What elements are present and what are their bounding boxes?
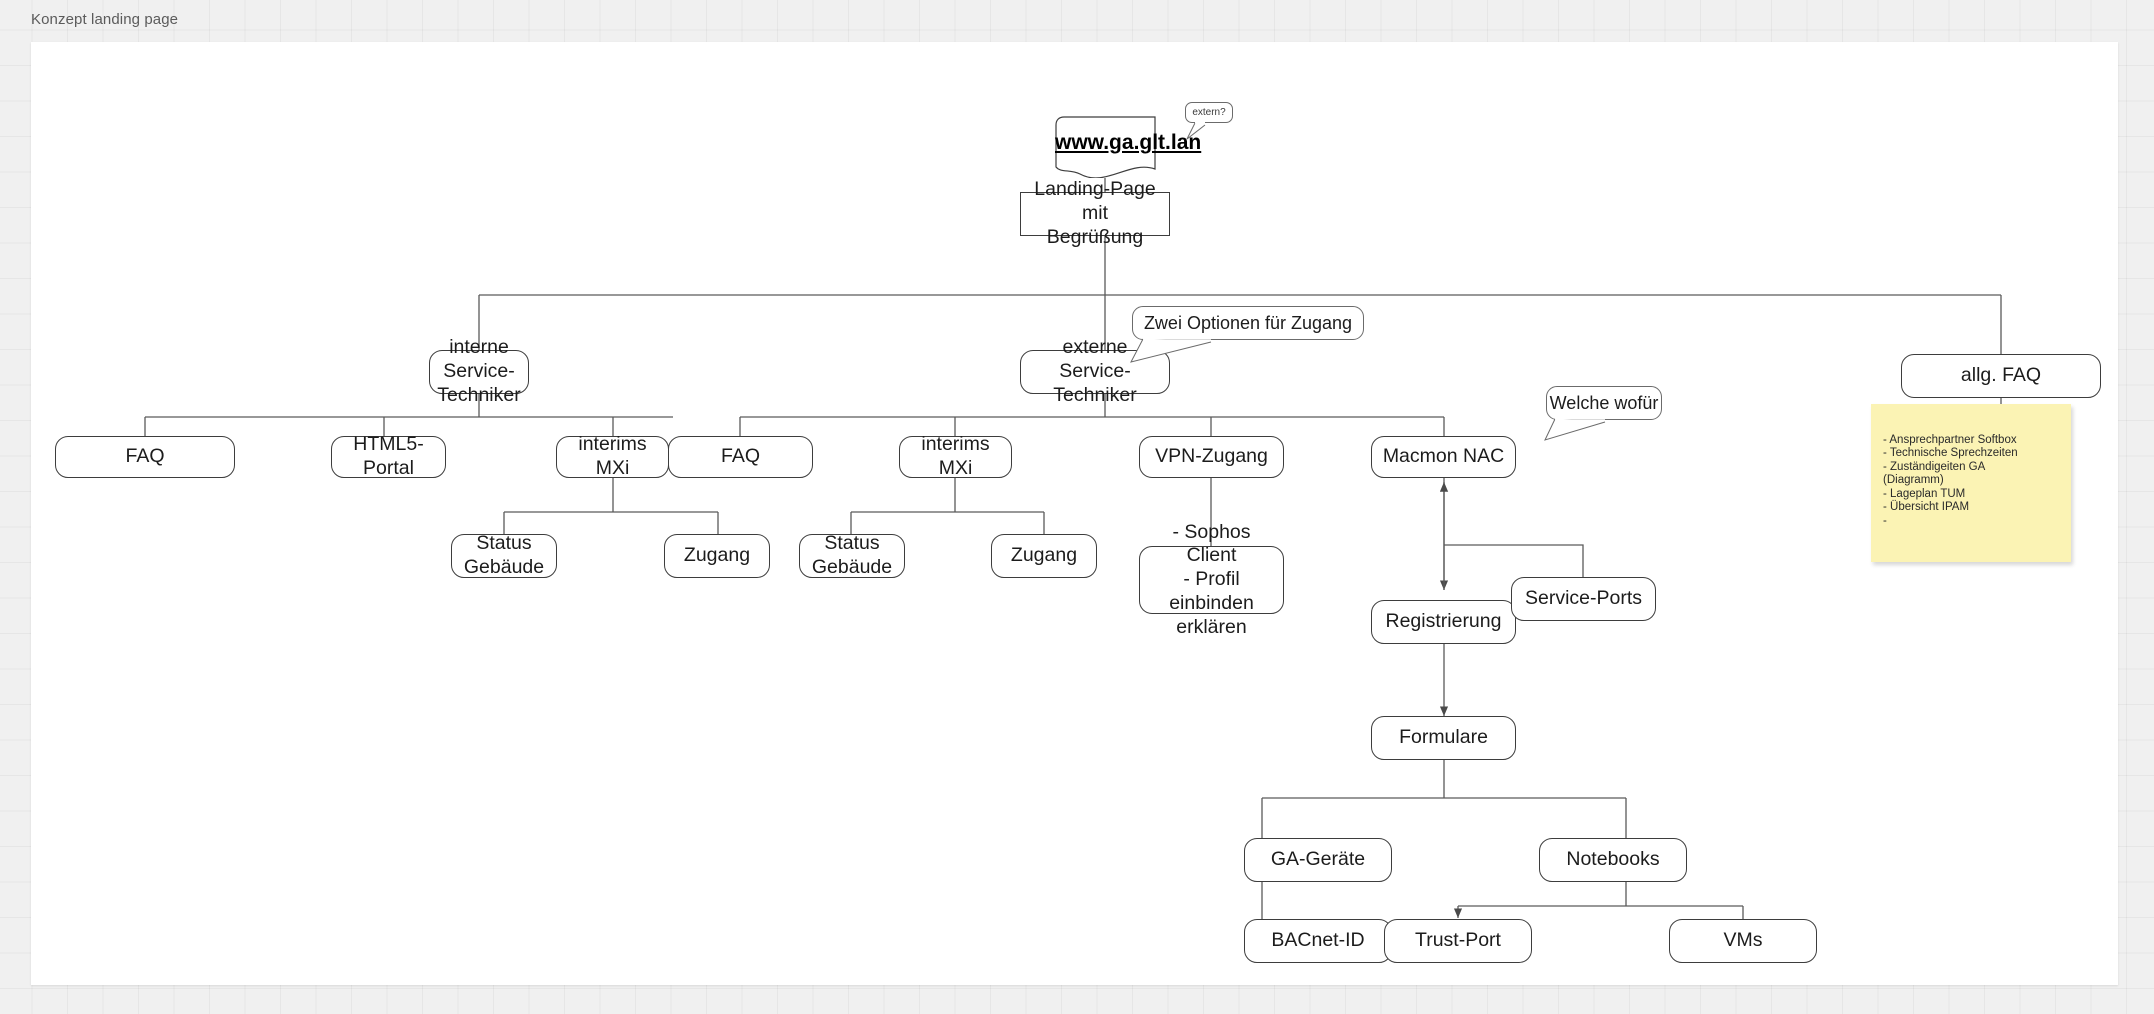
diagram-canvas[interactable]: www.ga.glt.lan extern? Zwei Optionen für…	[31, 42, 2118, 985]
node-trust-port-label: Trust-Port	[1415, 929, 1501, 952]
node-notebooks-label: Notebooks	[1566, 848, 1660, 871]
node-ga-geraete-label: GA-Geräte	[1270, 848, 1366, 871]
node-zugang-extern[interactable]: Zugang	[991, 534, 1097, 578]
callout-extern[interactable]: extern?	[1185, 102, 1233, 123]
sticky-note-line: - Ansprechpartner Softbox	[1883, 434, 2017, 446]
node-vpn-zugang-label: VPN-Zugang	[1155, 445, 1268, 468]
node-zugang-extern-label: Zugang	[1010, 544, 1078, 567]
node-allg-faq-label: allg. FAQ	[1960, 364, 2042, 387]
callout-welche-wofuer[interactable]: Welche wofür	[1546, 386, 1662, 420]
node-html5-portal-label: HTML5-Portal	[353, 433, 424, 479]
document-node-landing-url[interactable]	[1055, 116, 1156, 179]
node-registrierung[interactable]: Registrierung	[1371, 600, 1516, 644]
callout-welche-wofuer-tail	[1544, 418, 1606, 441]
node-sophos-client[interactable]: - Sophos Client - Profil einbinden erklä…	[1139, 521, 1284, 638]
node-formulare[interactable]: Formulare	[1371, 716, 1516, 760]
node-interims-mxi-extern-label: interims MXi	[921, 433, 990, 479]
node-faq-intern-label: FAQ	[125, 445, 165, 468]
node-faq-extern[interactable]: FAQ	[668, 436, 813, 478]
node-faq-extern-label: FAQ	[720, 445, 760, 468]
node-ga-geraete[interactable]: GA-Geräte	[1244, 838, 1392, 882]
node-vms-label: VMs	[1723, 929, 1763, 952]
node-service-ports-label: Service-Ports	[1524, 587, 1643, 610]
callout-zwei-optionen-tail	[1130, 338, 1212, 363]
callout-zwei-optionen-label: Zwei Optionen für Zugang	[1143, 312, 1353, 333]
node-notebooks[interactable]: Notebooks	[1539, 838, 1687, 882]
node-service-ports[interactable]: Service-Ports	[1511, 577, 1656, 621]
page-title: Konzept landing page	[31, 11, 179, 28]
callout-zwei-optionen[interactable]: Zwei Optionen für Zugang	[1132, 306, 1364, 340]
node-interne-service-techniker[interactable]: interne Service- Techniker	[429, 336, 529, 406]
node-status-gebaeude-extern[interactable]: Status Gebäude	[799, 532, 905, 578]
node-interims-mxi-extern[interactable]: interims MXi	[899, 433, 1012, 479]
node-vms[interactable]: VMs	[1669, 919, 1817, 963]
node-formulare-label: Formulare	[1399, 726, 1488, 749]
node-vpn-zugang[interactable]: VPN-Zugang	[1139, 436, 1284, 478]
node-bacnet-id[interactable]: BACnet-ID	[1244, 919, 1392, 963]
node-faq-intern[interactable]: FAQ	[55, 436, 235, 478]
node-interne-service-techniker-label: interne Service- Techniker	[437, 336, 521, 406]
node-status-gebaeude-intern-label: Status Gebäude	[463, 532, 545, 578]
node-macmon-nac-label: Macmon NAC	[1382, 445, 1505, 468]
node-registrierung-label: Registrierung	[1385, 610, 1502, 633]
node-html5-portal[interactable]: HTML5-Portal	[331, 433, 446, 479]
node-landing-page[interactable]: Landing-Page mit Begrüßung	[1020, 178, 1170, 248]
callout-extern-label: extern?	[1192, 107, 1226, 118]
node-sophos-client-label: - Sophos Client - Profil einbinden erklä…	[1169, 520, 1254, 638]
node-trust-port[interactable]: Trust-Port	[1384, 919, 1532, 963]
node-bacnet-id-label: BACnet-ID	[1271, 929, 1365, 952]
sticky-note-line: (Diagramm)	[1883, 474, 1944, 487]
node-zugang-intern[interactable]: Zugang	[664, 534, 770, 578]
sticky-note-line: -	[1883, 514, 1887, 527]
node-status-gebaeude-extern-label: Status Gebäude	[811, 532, 893, 578]
callout-extern-tail	[1186, 122, 1206, 140]
sticky-note-line: - Übersicht IPAM	[1883, 501, 1970, 514]
node-landing-page-label: Landing-Page mit Begrüßung	[1034, 178, 1156, 248]
callout-welche-wofuer-label: Welche wofür	[1549, 392, 1659, 413]
sticky-note-line: - Lageplan TUM	[1883, 487, 1966, 500]
node-allg-faq[interactable]: allg. FAQ	[1901, 354, 2101, 398]
node-macmon-nac[interactable]: Macmon NAC	[1371, 436, 1516, 478]
node-interims-mxi-intern[interactable]: interims MXi	[556, 433, 669, 479]
sticky-note-line: - Zuständigeiten GA	[1883, 460, 1986, 473]
node-externe-service-techniker-label: externe Service- Techniker	[1053, 336, 1137, 406]
node-status-gebaeude-intern[interactable]: Status Gebäude	[451, 532, 557, 578]
node-zugang-intern-label: Zugang	[683, 544, 751, 567]
sticky-note-line: - Technische Sprechzeiten	[1883, 447, 2018, 460]
node-interims-mxi-intern-label: interims MXi	[578, 433, 647, 479]
edge-layer	[144, 178, 2002, 919]
sticky-note-allg-faq[interactable]: - Ansprechpartner Softbox - Technische S…	[1871, 404, 2071, 562]
